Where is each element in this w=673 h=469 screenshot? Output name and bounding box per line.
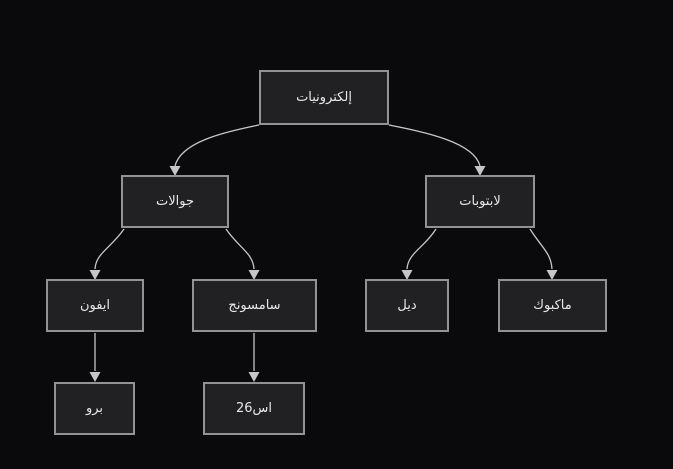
arrowhead-down-icon <box>89 372 101 382</box>
node-electronics-label: إلكترونيات <box>296 90 352 105</box>
edge-line <box>388 124 481 167</box>
node-dell[interactable]: ديل <box>365 279 449 332</box>
edge-iphone-pro <box>89 333 101 382</box>
arrowhead-down-icon <box>89 270 101 280</box>
node-samsung[interactable]: سامسونج <box>192 279 317 332</box>
node-electronics[interactable]: إلكترونيات <box>259 70 389 125</box>
edge-line <box>94 228 125 270</box>
node-macbook-label: ماكبوك <box>533 298 572 313</box>
node-iphone[interactable]: ايفون <box>46 279 144 332</box>
arrowhead-down-icon <box>169 166 181 176</box>
node-s26-label: اس26 <box>235 401 273 416</box>
edge-mobiles-iphone <box>89 228 125 280</box>
node-pro[interactable]: برو <box>54 382 135 435</box>
node-laptops[interactable]: لابتوبات <box>425 175 535 228</box>
edge-laptops-dell <box>401 228 437 280</box>
edge-samsung-s26 <box>248 333 260 382</box>
edge-mobiles-samsung <box>225 228 260 280</box>
edge-line <box>529 228 553 270</box>
edge-line <box>406 228 437 270</box>
node-samsung-label: سامسونج <box>228 298 281 313</box>
node-pro-label: برو <box>85 401 104 416</box>
node-iphone-label: ايفون <box>79 298 111 313</box>
node-dell-label: ديل <box>397 298 417 313</box>
edge-line <box>225 228 255 270</box>
arrowhead-down-icon <box>401 270 413 280</box>
node-s26[interactable]: اس26 <box>203 382 305 435</box>
edge-line <box>174 124 260 167</box>
arrowhead-down-icon <box>546 270 558 280</box>
edge-laptops-macbook <box>529 228 558 280</box>
edge-electronics-mobiles <box>169 124 260 176</box>
node-mobiles-label: جوالات <box>155 194 195 209</box>
arrowhead-down-icon <box>248 372 260 382</box>
node-laptops-label: لابتوبات <box>459 194 501 209</box>
node-macbook[interactable]: ماكبوك <box>498 279 607 332</box>
edge-electronics-laptops <box>388 124 486 176</box>
arrowhead-down-icon <box>474 166 486 176</box>
node-mobiles[interactable]: جوالات <box>121 175 229 228</box>
arrowhead-down-icon <box>248 270 260 280</box>
